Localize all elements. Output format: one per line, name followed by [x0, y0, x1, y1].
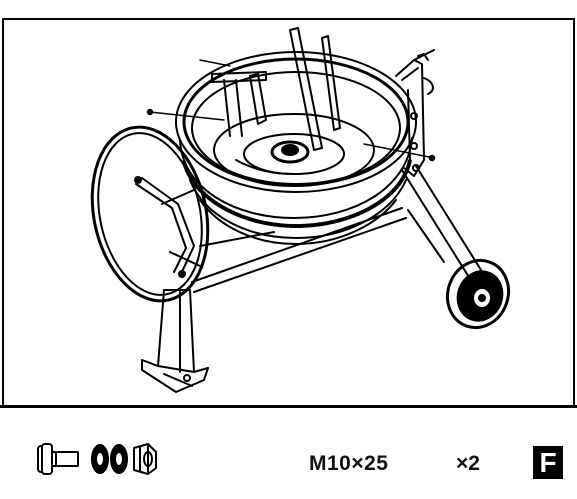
assembly-drawing-panel [2, 20, 575, 406]
step-letter-badge: F [533, 446, 563, 479]
drum-interior [213, 113, 375, 187]
mixing-paddles [211, 27, 341, 151]
rear-support-leg [401, 165, 487, 283]
wheel [446, 258, 510, 330]
bolt-spring-washer-flat-washer-nut-icon [37, 443, 157, 475]
drum-bolts [146, 59, 436, 162]
bolt-quantity: ×2 [456, 452, 480, 475]
section-divider [0, 405, 577, 408]
bolt-size-spec: M10×25 [309, 452, 389, 475]
top-frame-border [2, 0, 575, 20]
cement-mixer-illustration [90, 27, 510, 393]
front-stand-leg [141, 289, 209, 393]
tilting-handwheel [90, 125, 210, 303]
tilt-bracket [395, 49, 435, 177]
